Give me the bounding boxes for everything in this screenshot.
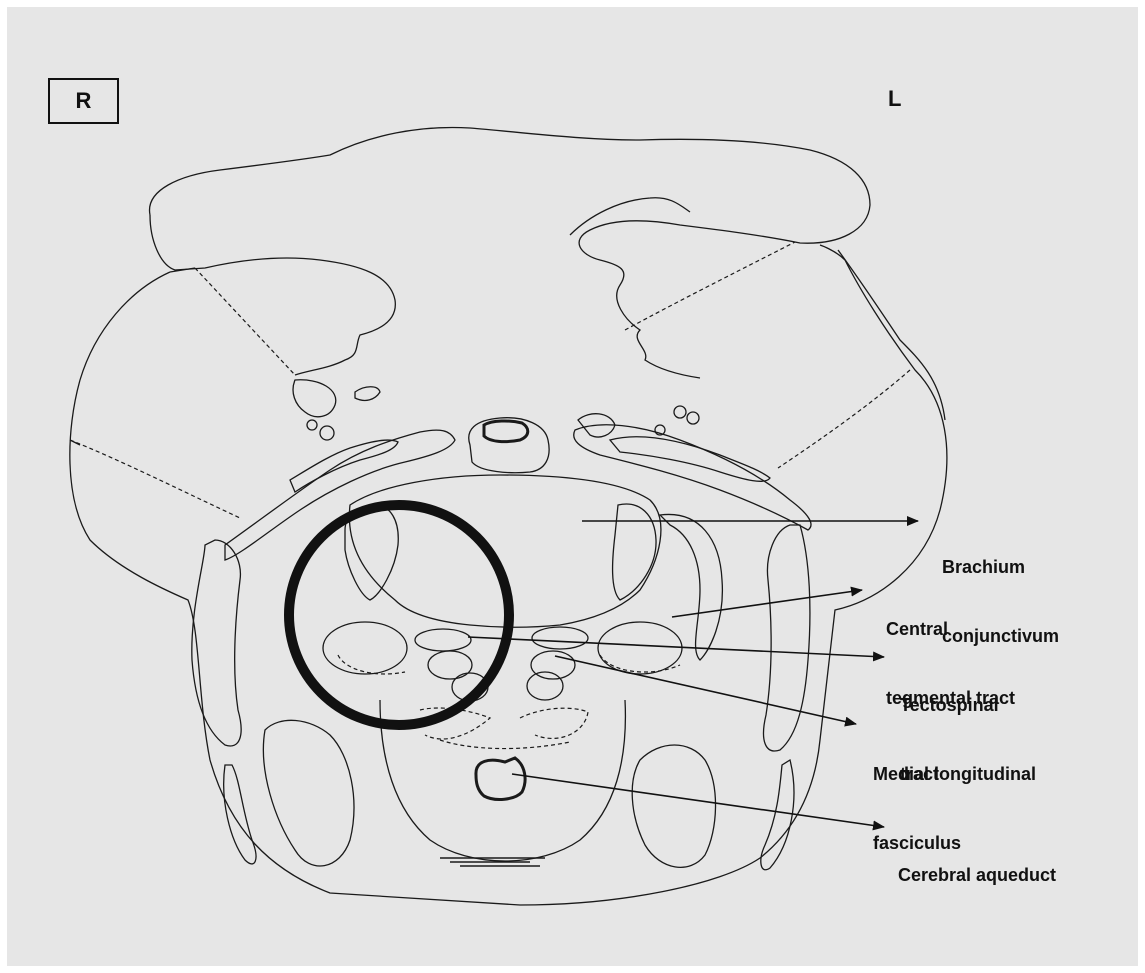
midline-ring: [484, 421, 528, 442]
arrow-tectospinal: [468, 637, 884, 657]
label-tectospinal-line1: Tectospinal: [900, 694, 999, 717]
highlight-ring: [289, 505, 509, 725]
top-lobe: [150, 127, 870, 378]
red-nucleus-left: [613, 504, 656, 600]
right-side-marker: R: [48, 78, 119, 124]
label-central-line1: Central: [886, 618, 1015, 641]
dashed-boundary-2: [70, 440, 240, 518]
outer-contour: [70, 245, 947, 905]
left-side-marker: L: [888, 86, 901, 112]
lower-left-nucleus: [632, 745, 715, 867]
tectospinal-left: [532, 627, 588, 649]
tectospinal-right: [415, 629, 471, 651]
ctt-left: [598, 622, 682, 674]
cerebral-aqueduct-shape: [476, 758, 525, 799]
dashed-boundary-4: [625, 242, 795, 330]
mlf-left: [531, 651, 575, 679]
lower-right-nucleus: [263, 720, 354, 866]
label-cerebral-aqueduct: Cerebral aqueduct: [898, 818, 1056, 910]
label-aqueduct-line1: Cerebral aqueduct: [898, 864, 1056, 887]
mlf-right: [428, 651, 472, 679]
label-mlf-line1: Medial longitudinal: [873, 763, 1036, 786]
arrow-aqueduct: [512, 774, 884, 827]
peduncle-left: [764, 525, 810, 751]
dashed-boundary-3: [778, 370, 910, 468]
ctt-right: [323, 622, 407, 674]
tectum-band-left: [574, 425, 811, 530]
left-lobe-right-side: [838, 250, 945, 420]
tectum-band-right: [225, 430, 455, 560]
arrow-mlf: [555, 656, 856, 724]
dashed-boundary-1: [195, 268, 295, 375]
peduncle-right: [192, 540, 241, 746]
right-side-letter: R: [76, 88, 92, 114]
midline-block: [469, 418, 549, 473]
